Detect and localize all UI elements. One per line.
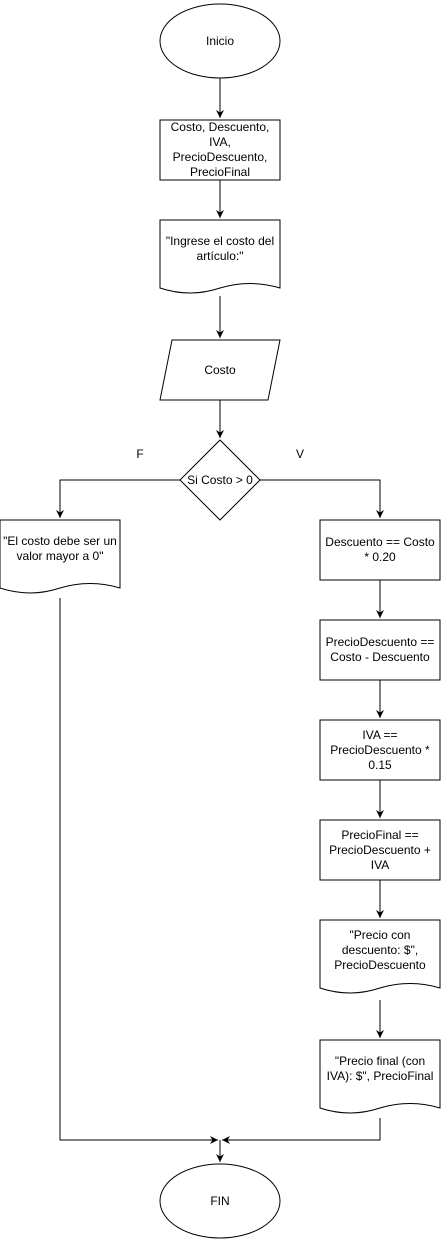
end-label: FIN bbox=[210, 1193, 230, 1208]
edge-decision-false bbox=[56, 479, 180, 518]
decision-label: Si Costo > 0 bbox=[187, 472, 253, 487]
start-label: Inicio bbox=[205, 33, 234, 48]
calc-descuento-box bbox=[319, 519, 441, 581]
input-parallelogram bbox=[159, 339, 281, 401]
out-final-label: "Precio final (con IVA): $", PrecioFinal bbox=[326, 1054, 434, 1083]
calc-precio-descuento-box bbox=[319, 619, 441, 681]
end-terminator bbox=[159, 1163, 281, 1239]
calc-precio-final-label: PrecioFinal == PrecioDescuento + IVA bbox=[329, 827, 431, 872]
calc-iva-box bbox=[319, 719, 441, 781]
declare-process-box bbox=[159, 119, 281, 181]
calc-descuento-label: Descuento == Costo * 0.20 bbox=[325, 535, 435, 564]
calc-precio-descuento-label: PrecioDescuento == Costo - Descuento bbox=[325, 635, 435, 664]
edge-error-merge bbox=[59, 598, 218, 1144]
out-descuento-label: "Precio con descuento: $", PrecioDescuen… bbox=[334, 927, 426, 972]
prompt-document-shape bbox=[159, 219, 281, 294]
error-document-shape bbox=[0, 519, 121, 594]
error-label: "El costo debe ser un valor mayor a 0" bbox=[3, 534, 117, 563]
calc-precio-final-box bbox=[319, 819, 441, 881]
branch-false-label: F bbox=[136, 446, 144, 461]
decision-diamond bbox=[179, 439, 261, 521]
branch-true-label: V bbox=[295, 446, 304, 461]
prompt-label: "Ingrese el costo del artículo:" bbox=[165, 234, 275, 263]
out-final-document-shape bbox=[319, 1039, 441, 1114]
input-label: Costo bbox=[204, 362, 236, 377]
calc-iva-label: IVA == PrecioDescuento * 0.15 bbox=[330, 727, 430, 772]
edge-decision-true bbox=[260, 479, 384, 518]
out-descuento-document-shape bbox=[319, 919, 441, 994]
declare-label: Costo, Descuento, IVA, PrecioDescuento, … bbox=[170, 120, 270, 179]
edge-out-final-merge bbox=[222, 1118, 381, 1144]
